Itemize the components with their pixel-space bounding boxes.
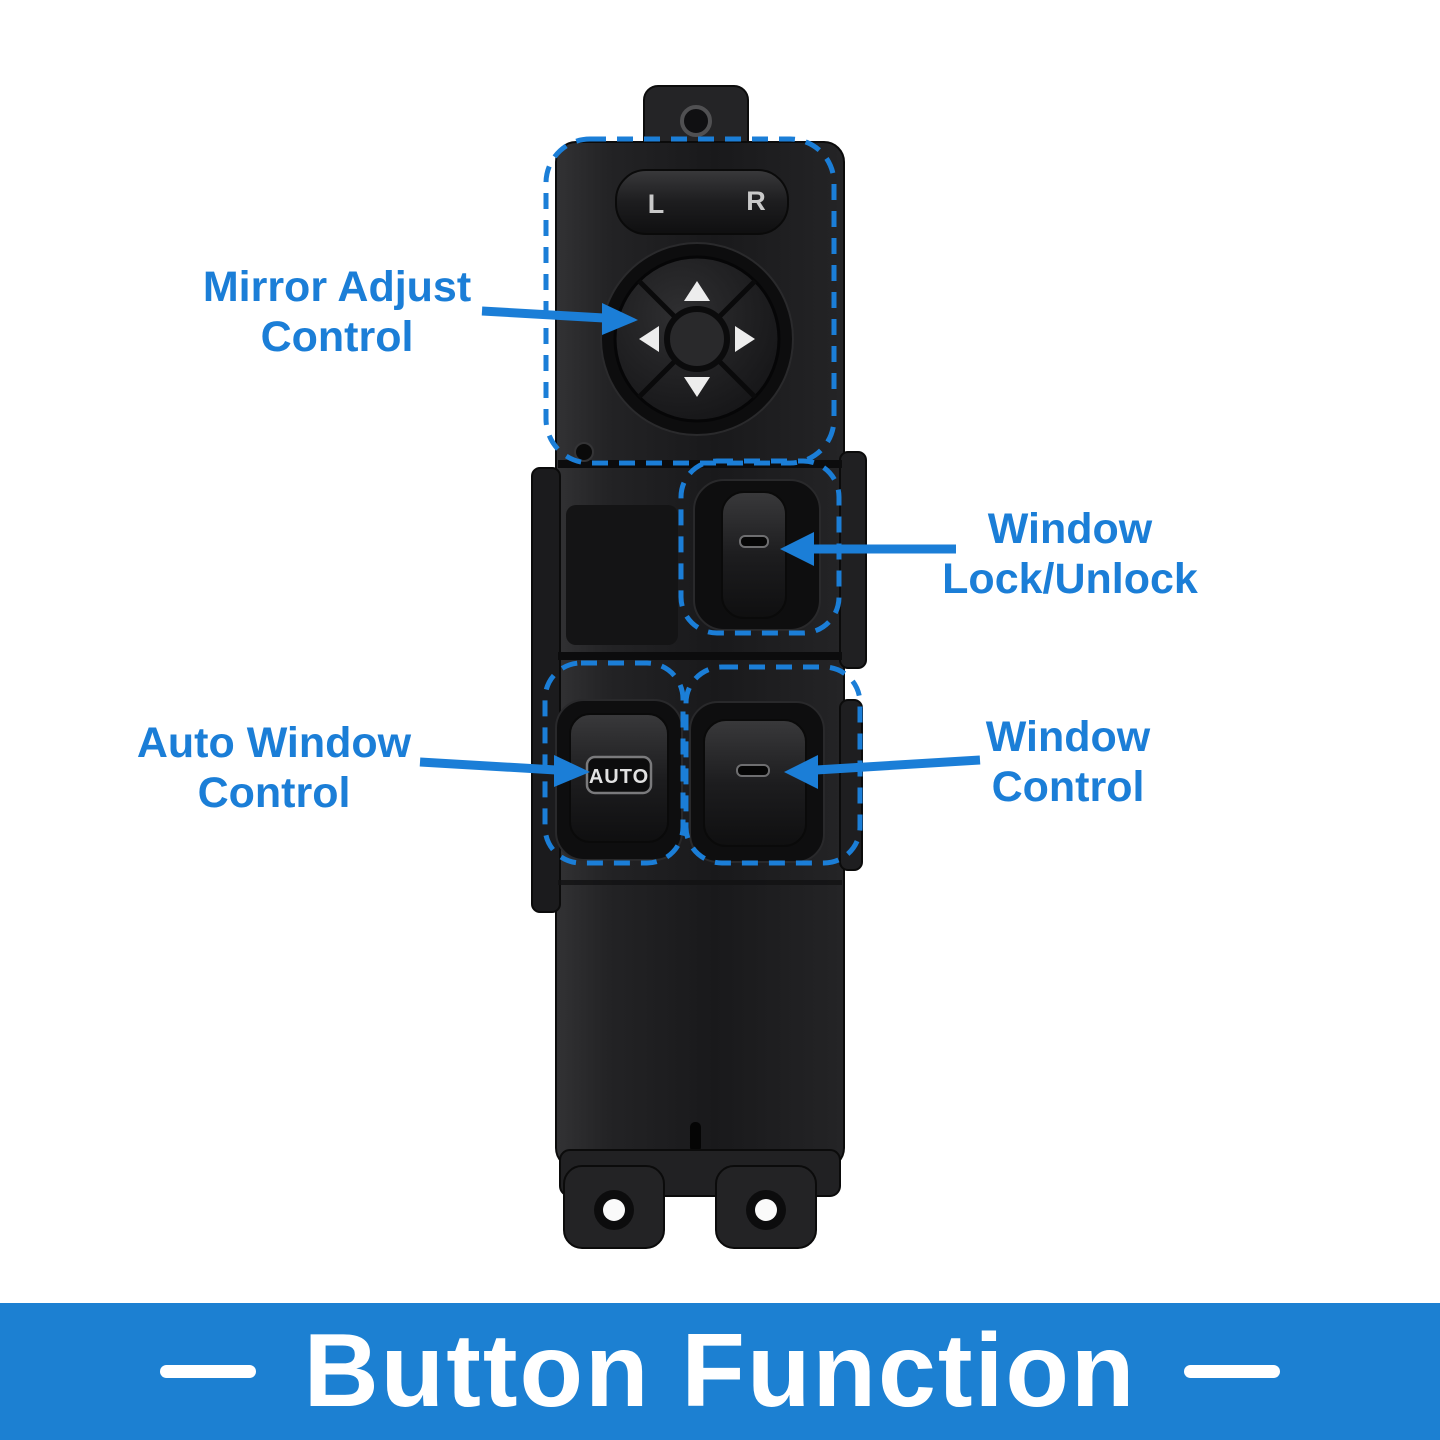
callout-arrows [419,303,981,789]
right-side-rail-upper [839,451,867,669]
bottom-mounting-bracket [559,1122,841,1249]
auto-window-arrow-icon [419,757,557,775]
bottom-banner: Button Function [0,1303,1440,1440]
window-lock-arrowhead-icon [780,532,814,566]
annotation-window-control-line1: Window [985,713,1151,761]
arrow-left-icon [639,326,659,352]
right-side-rail-lower [839,699,863,871]
annotation-window-control-line2: Control [991,763,1145,811]
mirror-selector-rocker: L R [615,169,789,235]
auto-window-switch: AUTO [555,699,683,861]
auto-window-arrowhead-icon [554,755,590,787]
window-switch-slot [736,764,770,777]
mirror-selector-left-label: L [648,189,665,219]
auto-window-highlight-box [542,660,686,866]
left-mounting-hole-center [603,1199,625,1221]
mirror-selector-right-label: R [746,186,766,216]
mirror-adjust-arrowhead-icon [602,303,638,335]
annotation-window-lock-line1: Window [987,505,1153,553]
panel-recess [566,505,678,645]
arrow-up-icon [684,281,710,301]
lock-switch-slot [739,535,769,548]
mirror-adjust-arrow-icon [481,306,605,323]
annotation-window-control: Window Control [916,712,1220,812]
switch-panel-illustration: L R AUTO [419,85,981,1249]
banner-title: Button Function [303,1313,1137,1429]
groove-lower [558,880,842,885]
annotation-mirror-adjust-line1: Mirror Adjust [202,263,472,311]
mirror-adjust-highlight-box [543,136,837,466]
mirror-pad-center-button [664,306,730,372]
auto-switch-label: AUTO [589,766,649,788]
annotation-auto-window-line2: Control [197,769,351,817]
annotation-window-lock: Window Lock/Unlock [918,504,1222,604]
annotation-window-lock-line2: Lock/Unlock [942,555,1198,603]
window-lock-switch [693,479,821,631]
right-mounting-hole-center [755,1199,777,1221]
mirror-adjust-pad [600,242,794,436]
top-tab-hole [680,105,712,137]
window-control-arrow-icon [815,755,981,775]
banner-dash-right [1184,1365,1281,1378]
annotation-mirror-adjust-line2: Control [260,313,414,361]
arrow-down-icon [684,377,710,397]
annotation-auto-window-line1: Auto Window [136,719,412,767]
banner-dash-left [159,1365,256,1378]
bottom-slot [690,1122,701,1152]
panel-screw [574,442,594,462]
auto-switch-plate [585,755,653,795]
groove-middle [558,652,842,660]
window-control-switch [689,701,825,863]
annotation-auto-window: Auto Window Control [122,718,426,818]
left-side-rail [531,467,561,913]
annotation-mirror-adjust: Mirror Adjust Control [175,262,499,362]
window-control-arrowhead-icon [784,755,818,789]
arrow-right-icon [735,326,755,352]
